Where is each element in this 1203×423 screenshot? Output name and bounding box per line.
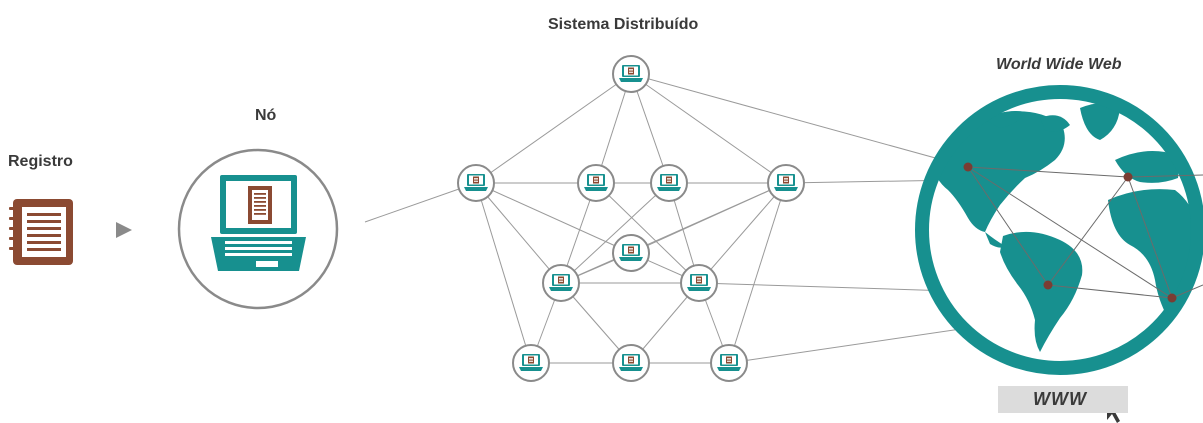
- laptop-icon: [549, 274, 573, 291]
- www-address-bar: [998, 386, 1128, 413]
- notebook-icon: [9, 199, 73, 265]
- laptop-icon: [657, 174, 681, 191]
- network-nodes: [457, 55, 805, 382]
- laptop-icon: [519, 354, 543, 371]
- network-node: [542, 264, 580, 302]
- laptop-with-notebook-icon: [211, 175, 306, 271]
- network-node: [577, 164, 615, 202]
- laptop-icon: [774, 174, 798, 191]
- network-node: [767, 164, 805, 202]
- laptop-icon: [619, 354, 643, 371]
- network-node: [512, 344, 550, 382]
- laptop-icon: [584, 174, 608, 191]
- network-node: [612, 344, 650, 382]
- no-node: [177, 148, 339, 310]
- registro-label: Registro: [8, 153, 73, 170]
- network-node: [710, 344, 748, 382]
- globe-icon: [915, 85, 1203, 375]
- network-node: [650, 164, 688, 202]
- world-wide-web-label: World Wide Web: [996, 56, 1122, 73]
- network-node: [457, 164, 495, 202]
- laptop-icon: [687, 274, 711, 291]
- laptop-icon: [619, 65, 643, 82]
- laptop-icon: [717, 354, 741, 371]
- no-label: Nó: [255, 107, 277, 124]
- network-node: [680, 264, 718, 302]
- laptop-icon: [619, 244, 643, 261]
- laptop-icon: [464, 174, 488, 191]
- sistema-distribuido-label: Sistema Distribuído: [548, 16, 699, 33]
- network-node: [612, 234, 650, 272]
- www-label: WWW: [1033, 389, 1087, 409]
- arrow-right-icon: [116, 222, 132, 238]
- network-node: [612, 55, 650, 93]
